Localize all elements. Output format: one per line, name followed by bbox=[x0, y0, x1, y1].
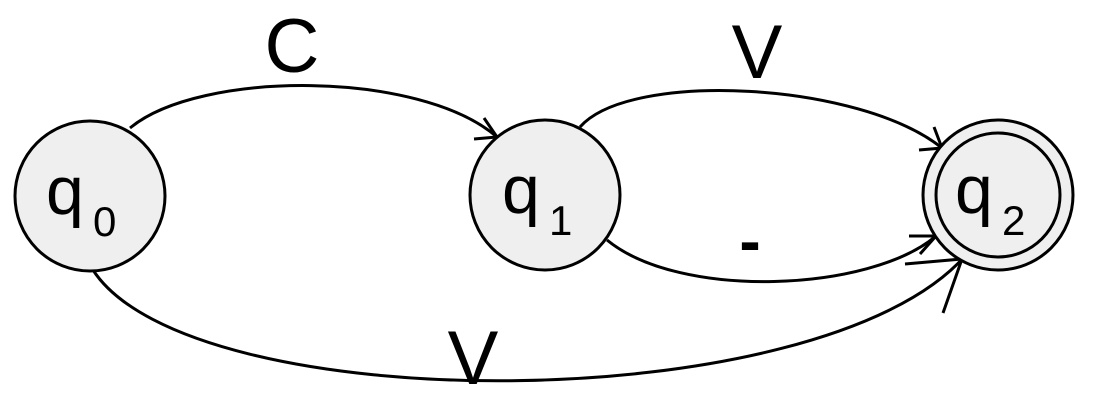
state-name: q bbox=[46, 153, 84, 229]
state-circle bbox=[921, 118, 1075, 272]
state-subscript: 2 bbox=[1002, 197, 1025, 244]
state-q0: q 0 bbox=[13, 119, 167, 273]
state-name: q bbox=[502, 152, 540, 228]
edge-line bbox=[578, 89, 943, 150]
transition-q0-q1: C bbox=[129, 4, 500, 141]
edge-label: C bbox=[265, 4, 320, 89]
accept-ring bbox=[934, 131, 1062, 259]
state-name: q bbox=[955, 152, 993, 228]
edge-line bbox=[129, 84, 498, 139]
state-circle bbox=[13, 119, 167, 273]
edge-label: - bbox=[739, 205, 760, 277]
edge-label: V bbox=[448, 316, 499, 401]
transition-q1-q2-upper: V bbox=[578, 10, 945, 152]
state-circle bbox=[468, 118, 622, 272]
state-q1: q 1 bbox=[468, 118, 622, 272]
transition-q1-q2-lower: - bbox=[606, 205, 940, 284]
state-subscript: 0 bbox=[93, 198, 116, 245]
edge-line bbox=[606, 234, 937, 284]
state-q2: q 2 bbox=[921, 118, 1075, 272]
state-subscript: 1 bbox=[549, 197, 572, 244]
edge-label: V bbox=[732, 10, 783, 95]
transition-q0-q2: V bbox=[91, 255, 967, 401]
edge-line bbox=[91, 255, 967, 383]
